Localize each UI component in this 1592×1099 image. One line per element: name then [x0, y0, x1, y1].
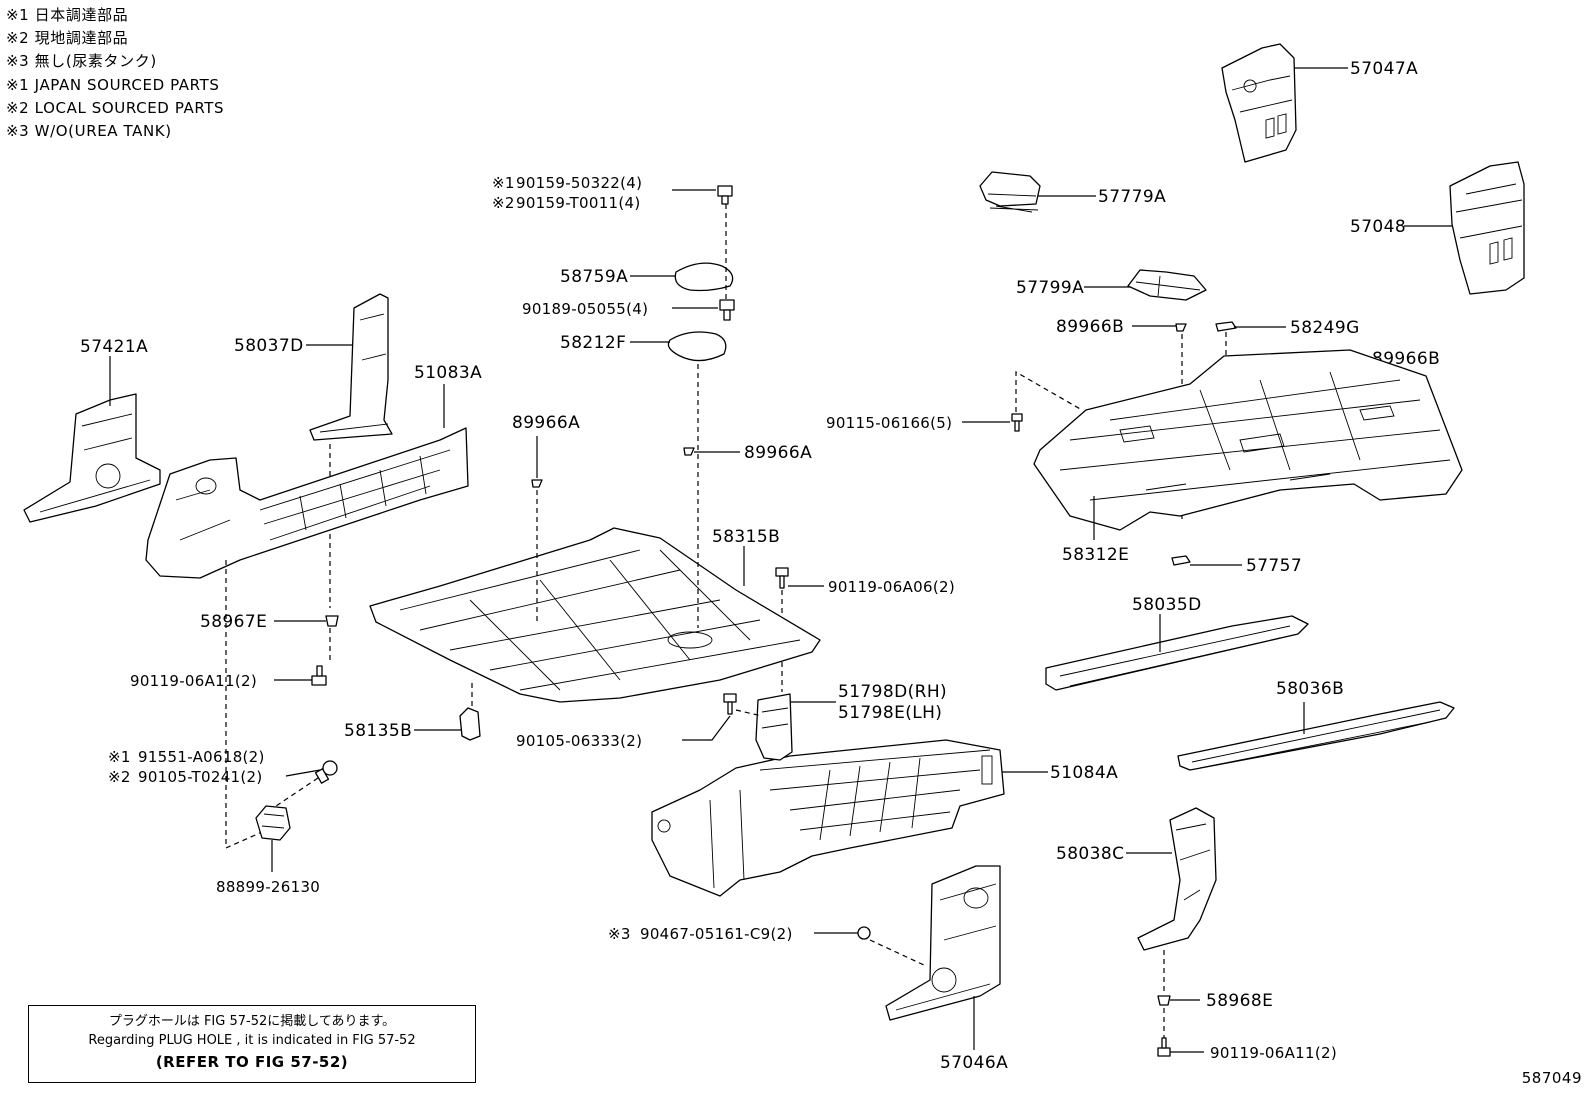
- callout-57779A: 57779A: [1098, 187, 1166, 207]
- callout-57757: 57757: [1246, 556, 1302, 576]
- part-58759A-shape: [674, 262, 734, 292]
- part-57757-shape: [1171, 555, 1191, 566]
- callout-57048: 57048: [1350, 217, 1406, 237]
- part-90115-bolt-shape: [1011, 413, 1023, 432]
- part-51798-bracket-shape: [755, 693, 793, 761]
- part-51084A-shape: [651, 739, 1005, 897]
- part-58968E-shape: [1157, 995, 1171, 1006]
- callout-58312E: 58312E: [1062, 545, 1129, 565]
- part-58036B-shape: [1177, 701, 1455, 771]
- part-89966A-right-shape: [683, 447, 695, 456]
- callout-51084A: 51084A: [1050, 763, 1118, 783]
- callout-91551-mark: ※1: [108, 748, 131, 766]
- part-51083A-shape: [145, 427, 469, 579]
- callout-90105-T0241: 90105-T0241(2): [138, 768, 263, 786]
- part-57047A-shape: [1221, 43, 1297, 163]
- callout-88899: 88899-26130: [216, 878, 320, 896]
- note-box-refer: (REFER TO FIG 57-52): [155, 1053, 349, 1071]
- callout-90105-06333: 90105-06333(2): [516, 732, 642, 750]
- part-58312E-shape: [1033, 349, 1463, 531]
- part-57779A-shape: [979, 171, 1041, 213]
- note-2-jp: ※2 現地調達部品: [6, 29, 129, 48]
- part-58249G-shape: [1215, 321, 1237, 332]
- callout-90159-T0011: 90159-T0011(4): [516, 194, 641, 212]
- callout-57421A: 57421A: [80, 337, 148, 357]
- callout-57799A: 57799A: [1016, 278, 1084, 298]
- dash-91551: [275, 777, 319, 807]
- footnote-legend: ※1 日本調達部品 ※2 現地調達部品 ※3 無し(尿素タンク) ※1 JAPA…: [6, 4, 224, 143]
- part-58037D-shape: [309, 293, 393, 441]
- callout-58037D: 58037D: [234, 336, 304, 356]
- callout-90119-left: 90119-06A11(2): [130, 672, 257, 690]
- part-89966B-left-shape: [1175, 323, 1187, 332]
- callout-51798D: 51798D(RH): [838, 682, 947, 702]
- part-58135B-shape: [459, 707, 481, 741]
- callout-90467-mark: ※3: [608, 925, 631, 943]
- callout-90119-06A06: 90119-06A06(2): [828, 578, 955, 596]
- dash-90115: [1015, 370, 1083, 412]
- note-3-en: ※3 W/O(UREA TANK): [6, 122, 172, 141]
- part-90105-06333-bolt-shape: [723, 693, 737, 715]
- part-89966A-left-shape: [531, 479, 543, 488]
- part-57048-shape: [1449, 161, 1525, 295]
- callout-58315B: 58315B: [712, 527, 780, 547]
- part-57421A-shape: [23, 393, 161, 523]
- dash-90105-06333: [735, 709, 763, 717]
- part-90189-nut-shape: [719, 299, 735, 321]
- part-91551-bolt-shape: [314, 760, 338, 784]
- part-57799A-shape: [1127, 269, 1207, 301]
- callout-58135B: 58135B: [344, 721, 412, 741]
- dash-88899: [225, 831, 263, 849]
- callout-90467: 90467-05161-C9(2): [640, 925, 793, 943]
- part-88899-shape: [255, 805, 291, 841]
- callout-58967E: 58967E: [200, 612, 267, 632]
- part-58038C-shape: [1137, 807, 1217, 951]
- part-90119-right-bolt-shape: [1157, 1037, 1171, 1057]
- callout-51798E: 51798E(LH): [838, 703, 942, 723]
- plug-hole-note-box: プラグホールは FIG 57-52に掲載してあります。 Regarding PL…: [28, 1005, 476, 1083]
- callout-57046A: 57046A: [940, 1053, 1008, 1073]
- leader-90105-06333: [682, 715, 731, 741]
- callout-90105-T0241-mark: ※2: [108, 768, 131, 786]
- callout-89966B-left: 89966B: [1056, 317, 1124, 337]
- callout-58212F: 58212F: [560, 333, 626, 353]
- callout-57047A: 57047A: [1350, 59, 1418, 79]
- part-58212F-shape: [667, 331, 727, 362]
- callout-90189: 90189-05055(4): [522, 300, 648, 318]
- callout-89966A-left: 89966A: [512, 413, 580, 433]
- part-90159-bolt-shape: [717, 185, 733, 205]
- part-58967E-shape: [325, 615, 339, 627]
- callout-58968E: 58968E: [1206, 991, 1273, 1011]
- part-58035D-shape: [1045, 615, 1309, 691]
- note-box-line-en: Regarding PLUG HOLE , it is indicated in…: [88, 1033, 416, 1048]
- callout-90115: 90115-06166(5): [826, 414, 952, 432]
- callout-51083A: 51083A: [414, 363, 482, 383]
- callout-58036B: 58036B: [1276, 679, 1344, 699]
- dash-90467: [869, 939, 927, 967]
- note-1-en: ※1 JAPAN SOURCED PARTS: [6, 75, 220, 94]
- figure-id: 587049: [1521, 1069, 1582, 1087]
- callout-91551: 91551-A0618(2): [138, 748, 265, 766]
- callout-90119-right: 90119-06A11(2): [1210, 1044, 1337, 1062]
- part-90119-06A06-bolt-shape: [775, 567, 789, 589]
- callout-58038C: 58038C: [1056, 844, 1124, 864]
- part-58315B-shape: [369, 527, 821, 703]
- part-90467-bolt-shape: [857, 926, 871, 940]
- note-2-en: ※2 LOCAL SOURCED PARTS: [6, 98, 225, 117]
- callout-90159-50322: 90159-50322(4): [516, 174, 642, 192]
- note-3-jp: ※3 無し(尿素タンク): [6, 52, 157, 71]
- callout-58759A: 58759A: [560, 267, 628, 287]
- leader-91551: [285, 769, 321, 777]
- note-box-line-jp: プラグホールは FIG 57-52に掲載してあります。: [108, 1014, 396, 1029]
- note-1-jp: ※1 日本調達部品: [6, 6, 129, 24]
- callout-58249G: 58249G: [1290, 318, 1360, 338]
- callout-90159-T0011-mark: ※2: [492, 194, 515, 212]
- callout-90159-50322-mark: ※1: [492, 174, 515, 192]
- callout-58035D: 58035D: [1132, 595, 1202, 615]
- part-90119-left-bolt-shape: [311, 665, 327, 686]
- part-57046A-shape: [885, 865, 1001, 1021]
- callout-89966A-right: 89966A: [744, 443, 812, 463]
